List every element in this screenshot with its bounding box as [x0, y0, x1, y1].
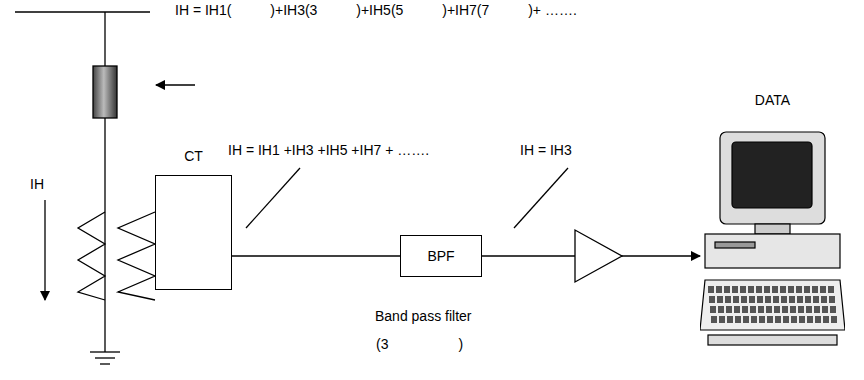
- node-text: CT: [156, 148, 231, 164]
- computer-icon: [700, 130, 845, 370]
- pointer-arrow: [156, 84, 195, 85]
- ct-secondary-coil: [118, 212, 155, 300]
- ct-box: CT: [155, 175, 232, 290]
- ground-symbol: [100, 363, 110, 364]
- filter-box: BPF: [400, 235, 482, 277]
- bus-line: [15, 11, 150, 12]
- signal-wire: [232, 255, 400, 256]
- current-arrow: [44, 200, 45, 300]
- text-label: (3 ): [376, 336, 463, 353]
- leader-line: [246, 168, 300, 228]
- text-label: IH = IH3: [520, 142, 572, 159]
- text-label: Band pass filter: [375, 308, 472, 325]
- leader-line: [514, 168, 568, 228]
- text-label: IH: [30, 176, 44, 193]
- arrester-element: [93, 66, 117, 118]
- ct-primary-coil: [78, 212, 105, 300]
- ground-symbol: [95, 357, 115, 358]
- node-text: BPF: [427, 248, 454, 264]
- node-text: DATA: [700, 92, 845, 108]
- earth-wire: [104, 12, 105, 352]
- computer-node: DATA: [700, 130, 845, 370]
- ground-symbol: [90, 351, 120, 352]
- text-label: IH = IH1( )+IH3(3 )+IH5(5 )+IH7(7 )+ …….: [175, 2, 577, 19]
- amplifier-symbol: [575, 230, 622, 282]
- text-label: IH = IH1 +IH3 +IH5 +IH7 + …….: [228, 142, 429, 159]
